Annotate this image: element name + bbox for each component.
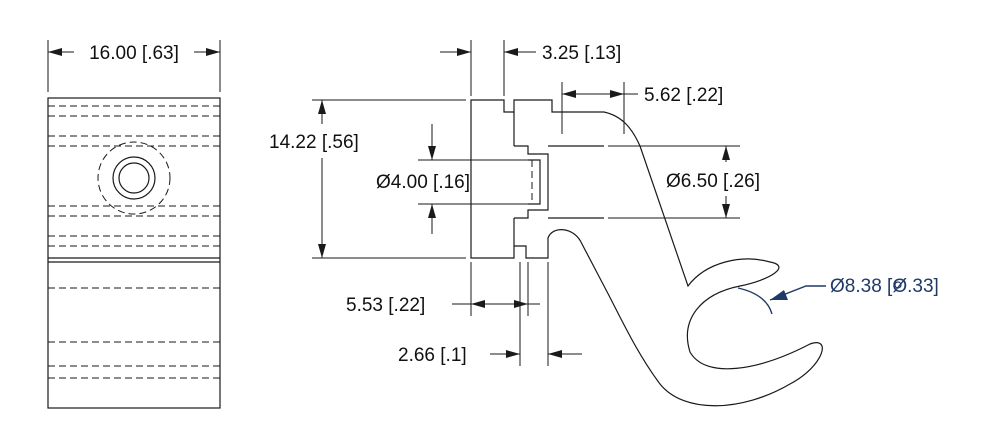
bore-inner-circle [118,162,150,194]
dim-arrowhead [48,48,62,56]
side-view [470,99,823,407]
dim-arrowhead [428,146,436,160]
dim-arrowhead [610,90,624,98]
callout-arrowhead [770,290,788,300]
dim-arrowhead [722,204,730,218]
dim-overall-height: 14.22 [.56] [269,132,359,153]
side-view-outline [470,99,823,407]
dim-arrowhead [471,300,485,308]
dim-arrowhead [514,300,528,308]
side-view-bore-inner [528,159,541,205]
front-view-outline [47,97,221,409]
dim-arrowhead [548,350,562,358]
clip-diameter-arc [737,287,773,315]
dim-counterbore-diameter: Ø6.50 [.26] [666,171,760,192]
dim-base-depth: 5.53 [.22] [346,295,425,316]
dim-hook-offset: 5.62 [.22] [644,85,723,106]
dim-arrowhead [506,350,520,358]
dim-arrowhead [504,48,518,56]
dim-slot-width: 3.25 [.13] [542,43,621,64]
dim-wall-thickness-group: 2.66 [.1] [398,262,582,366]
bore-outer-circle [112,156,156,200]
dim-arrowhead [318,100,326,114]
side-view-bore-profile [514,145,549,219]
dim-width-front: 16.00 [.63] [89,43,179,64]
dim-counterbore-diameter-group: Ø6.50 [.26] [608,145,760,219]
dim-clip-diameter-group: Ø8.38 [Ø.33] [737,276,939,315]
dim-arrowhead [457,48,471,56]
front-view-hidden-lines [48,105,220,379]
dim-arrowhead [318,244,326,258]
dim-slot-width-group: 3.25 [.13] [440,40,621,96]
dim-overall-height-group: 14.22 [.56] [269,99,466,259]
dim-hook-offset-group: 5.62 [.22] [561,82,723,134]
dim-clip-diameter: Ø8.38 [Ø.33] [830,276,939,297]
dim-arrowhead [722,146,730,160]
counterbore-hidden-circle [97,141,171,215]
dim-base-depth-group: 5.53 [.22] [346,262,540,316]
front-view: 16.00 [.63] [47,40,221,409]
dim-bore-diameter-group: Ø4.00 [.16] [376,124,528,234]
dim-arrowhead [206,48,220,56]
callout-dot [894,281,902,289]
dim-bore-diameter: Ø4.00 [.16] [376,172,470,193]
dim-arrowhead [562,90,576,98]
dim-wall-thickness: 2.66 [.1] [398,345,467,366]
dim-arrowhead [428,204,436,218]
